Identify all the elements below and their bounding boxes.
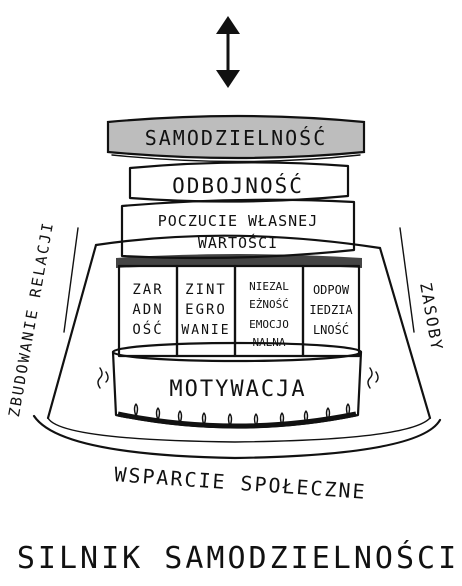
cylinder-3-line-4: NALNA	[252, 336, 285, 349]
cylinder-1-line-2: ADN	[132, 302, 163, 318]
self-worth-label-1: POCZUCIE WŁASNEJ	[158, 212, 319, 230]
cylinder-2-line-1: ZINT	[185, 282, 227, 298]
cylinder-3-line-2: EŻNOŚĆ	[249, 298, 289, 311]
diagram-title: SILNIK SAMODZIELNOŚCI	[17, 539, 459, 576]
independence-layer	[106, 114, 366, 163]
cylinder-4-line-2: IEDZIA	[309, 303, 353, 317]
cylinder-4-line-3: LNOŚĆ	[313, 322, 349, 337]
left-side-label: ZBUDOWANIE RELACJI	[5, 220, 57, 419]
motivation-layer	[97, 341, 379, 429]
cylinder-2: ZINT EGRO WANIE	[181, 282, 230, 338]
cylinder-2-line-3: WANIE	[181, 323, 230, 338]
double-arrow-icon	[216, 16, 240, 88]
resilience-label: ODBOJNOŚĆ	[172, 173, 304, 198]
cylinder-1-line-3: OŚĆ	[132, 320, 163, 338]
cylinder-2-line-2: EGRO	[185, 302, 227, 318]
cylinder-4-line-1: ODPOW	[313, 283, 350, 297]
cylinder-1: ZAR ADN OŚĆ	[132, 282, 163, 338]
cylinder-3-line-3: EMOCJO	[249, 318, 289, 331]
motivation-label: MOTYWACJA	[169, 377, 306, 402]
outer-glass-shape	[32, 227, 442, 460]
cylinder-3-line-1: NIEZAL	[249, 280, 289, 293]
self-worth-label-2: WARTOŚCI	[198, 233, 278, 252]
cylinder-4: ODPOW IEDZIA LNOŚĆ	[309, 283, 353, 337]
cylinder-3: NIEZAL EŻNOŚĆ EMOCJO NALNA	[249, 280, 289, 349]
cylinder-1-line-1: ZAR	[132, 282, 163, 298]
independence-label: SAMODZIELNOŚĆ	[145, 126, 328, 150]
right-side-label: ZASOBY	[416, 281, 447, 353]
social-support-label: WSPARCIE SPOŁECZNE	[114, 462, 368, 504]
resilience-layer	[128, 161, 350, 203]
cylinder-group	[117, 264, 361, 358]
